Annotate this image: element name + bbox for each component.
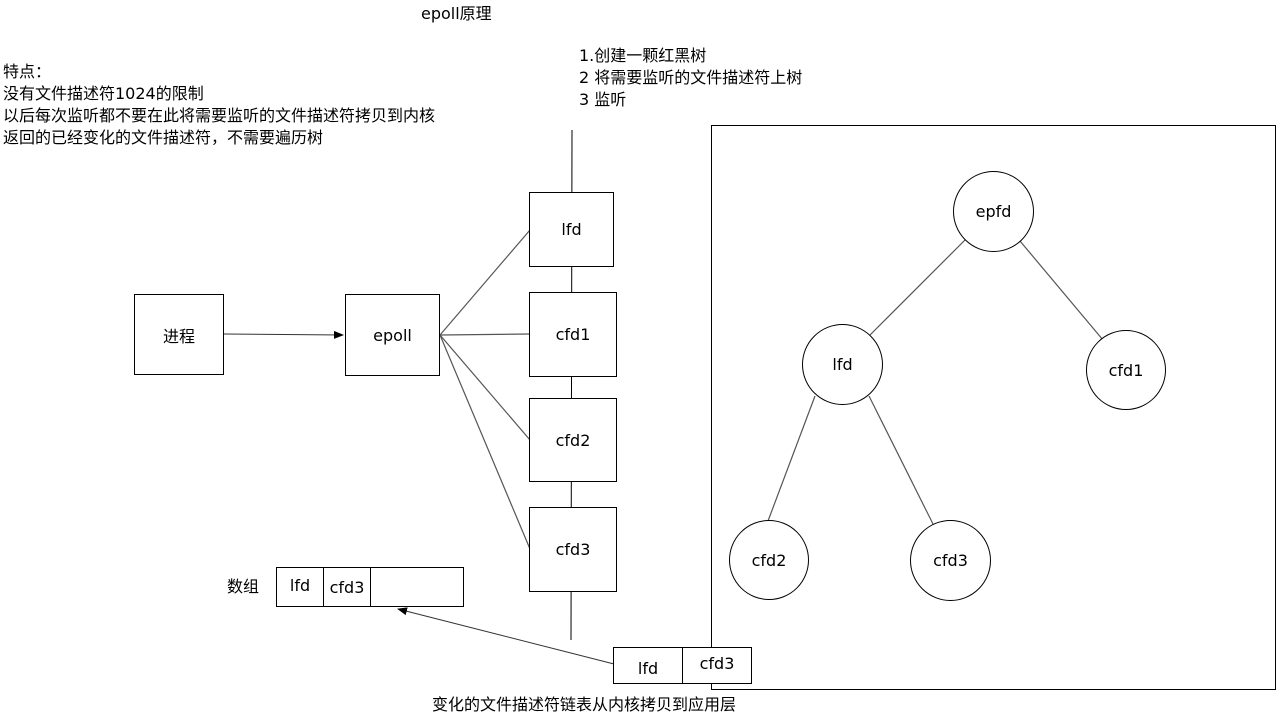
features-line: 返回的已经变化的文件描述符，不需要遍历树 bbox=[3, 128, 324, 147]
array-cell: cfd3 bbox=[324, 568, 371, 606]
array: lfd cfd3 bbox=[276, 567, 464, 607]
tree-edge-left-left bbox=[767, 395, 816, 522]
fd-box-cfd1: cfd1 bbox=[529, 292, 617, 377]
linked-list: lfd cfd3 bbox=[613, 647, 752, 684]
tree-edge-root-right bbox=[1019, 240, 1104, 341]
copy-caption: 变化的文件描述符链表从内核拷贝到应用层 bbox=[432, 695, 737, 714]
linked-list-cell: lfd bbox=[614, 648, 683, 683]
epoll-to-cfd1-line bbox=[439, 333, 531, 336]
diagram-title: epoll原理 bbox=[421, 4, 492, 23]
fd-box-cfd2: cfd2 bbox=[529, 398, 617, 482]
epoll-to-cfd2-line bbox=[439, 334, 531, 441]
features-line: 没有文件描述符1024的限制 bbox=[3, 84, 204, 103]
step-item: 1.创建一颗红黑树 bbox=[579, 46, 707, 65]
list-to-array-arrow bbox=[397, 607, 615, 665]
epoll-to-lfd-line bbox=[439, 229, 531, 336]
epoll-box: epoll bbox=[345, 294, 440, 376]
features-line: 以后每次监听都不要在此将需要监听的文件描述符拷贝到内核 bbox=[3, 106, 436, 125]
process-box: 进程 bbox=[134, 294, 224, 375]
tree-node-left: lfd bbox=[802, 324, 883, 405]
epoll-to-cfd3-line bbox=[439, 334, 531, 550]
array-label: 数组 bbox=[227, 577, 260, 596]
step-item: 3 监听 bbox=[579, 90, 627, 109]
fd-box-lfd: lfd bbox=[529, 192, 614, 267]
fd-box-cfd3: cfd3 bbox=[529, 507, 617, 592]
tree-node-left-left: cfd2 bbox=[729, 520, 809, 600]
tree-edge-root-left bbox=[869, 238, 967, 336]
linked-list-cell: cfd3 bbox=[699, 654, 735, 673]
steps-block: 1.创建一颗红黑树 2 将需要监听的文件描述符上树 3 监听 bbox=[579, 45, 802, 111]
tree-node-left-right: cfd3 bbox=[910, 520, 991, 601]
tree-node-root: epfd bbox=[953, 171, 1034, 252]
tree-node-right: cfd1 bbox=[1086, 330, 1166, 410]
features-block: 特点： 没有文件描述符1024的限制 以后每次监听都不要在此将需要监听的文件描述… bbox=[3, 61, 435, 149]
tree-edge-left-right bbox=[868, 395, 934, 525]
array-cell: lfd bbox=[277, 568, 324, 606]
array-cell bbox=[371, 568, 463, 606]
step-item: 2 将需要监听的文件描述符上树 bbox=[579, 68, 803, 87]
process-to-epoll-arrow bbox=[223, 330, 344, 339]
features-heading: 特点： bbox=[3, 62, 52, 81]
